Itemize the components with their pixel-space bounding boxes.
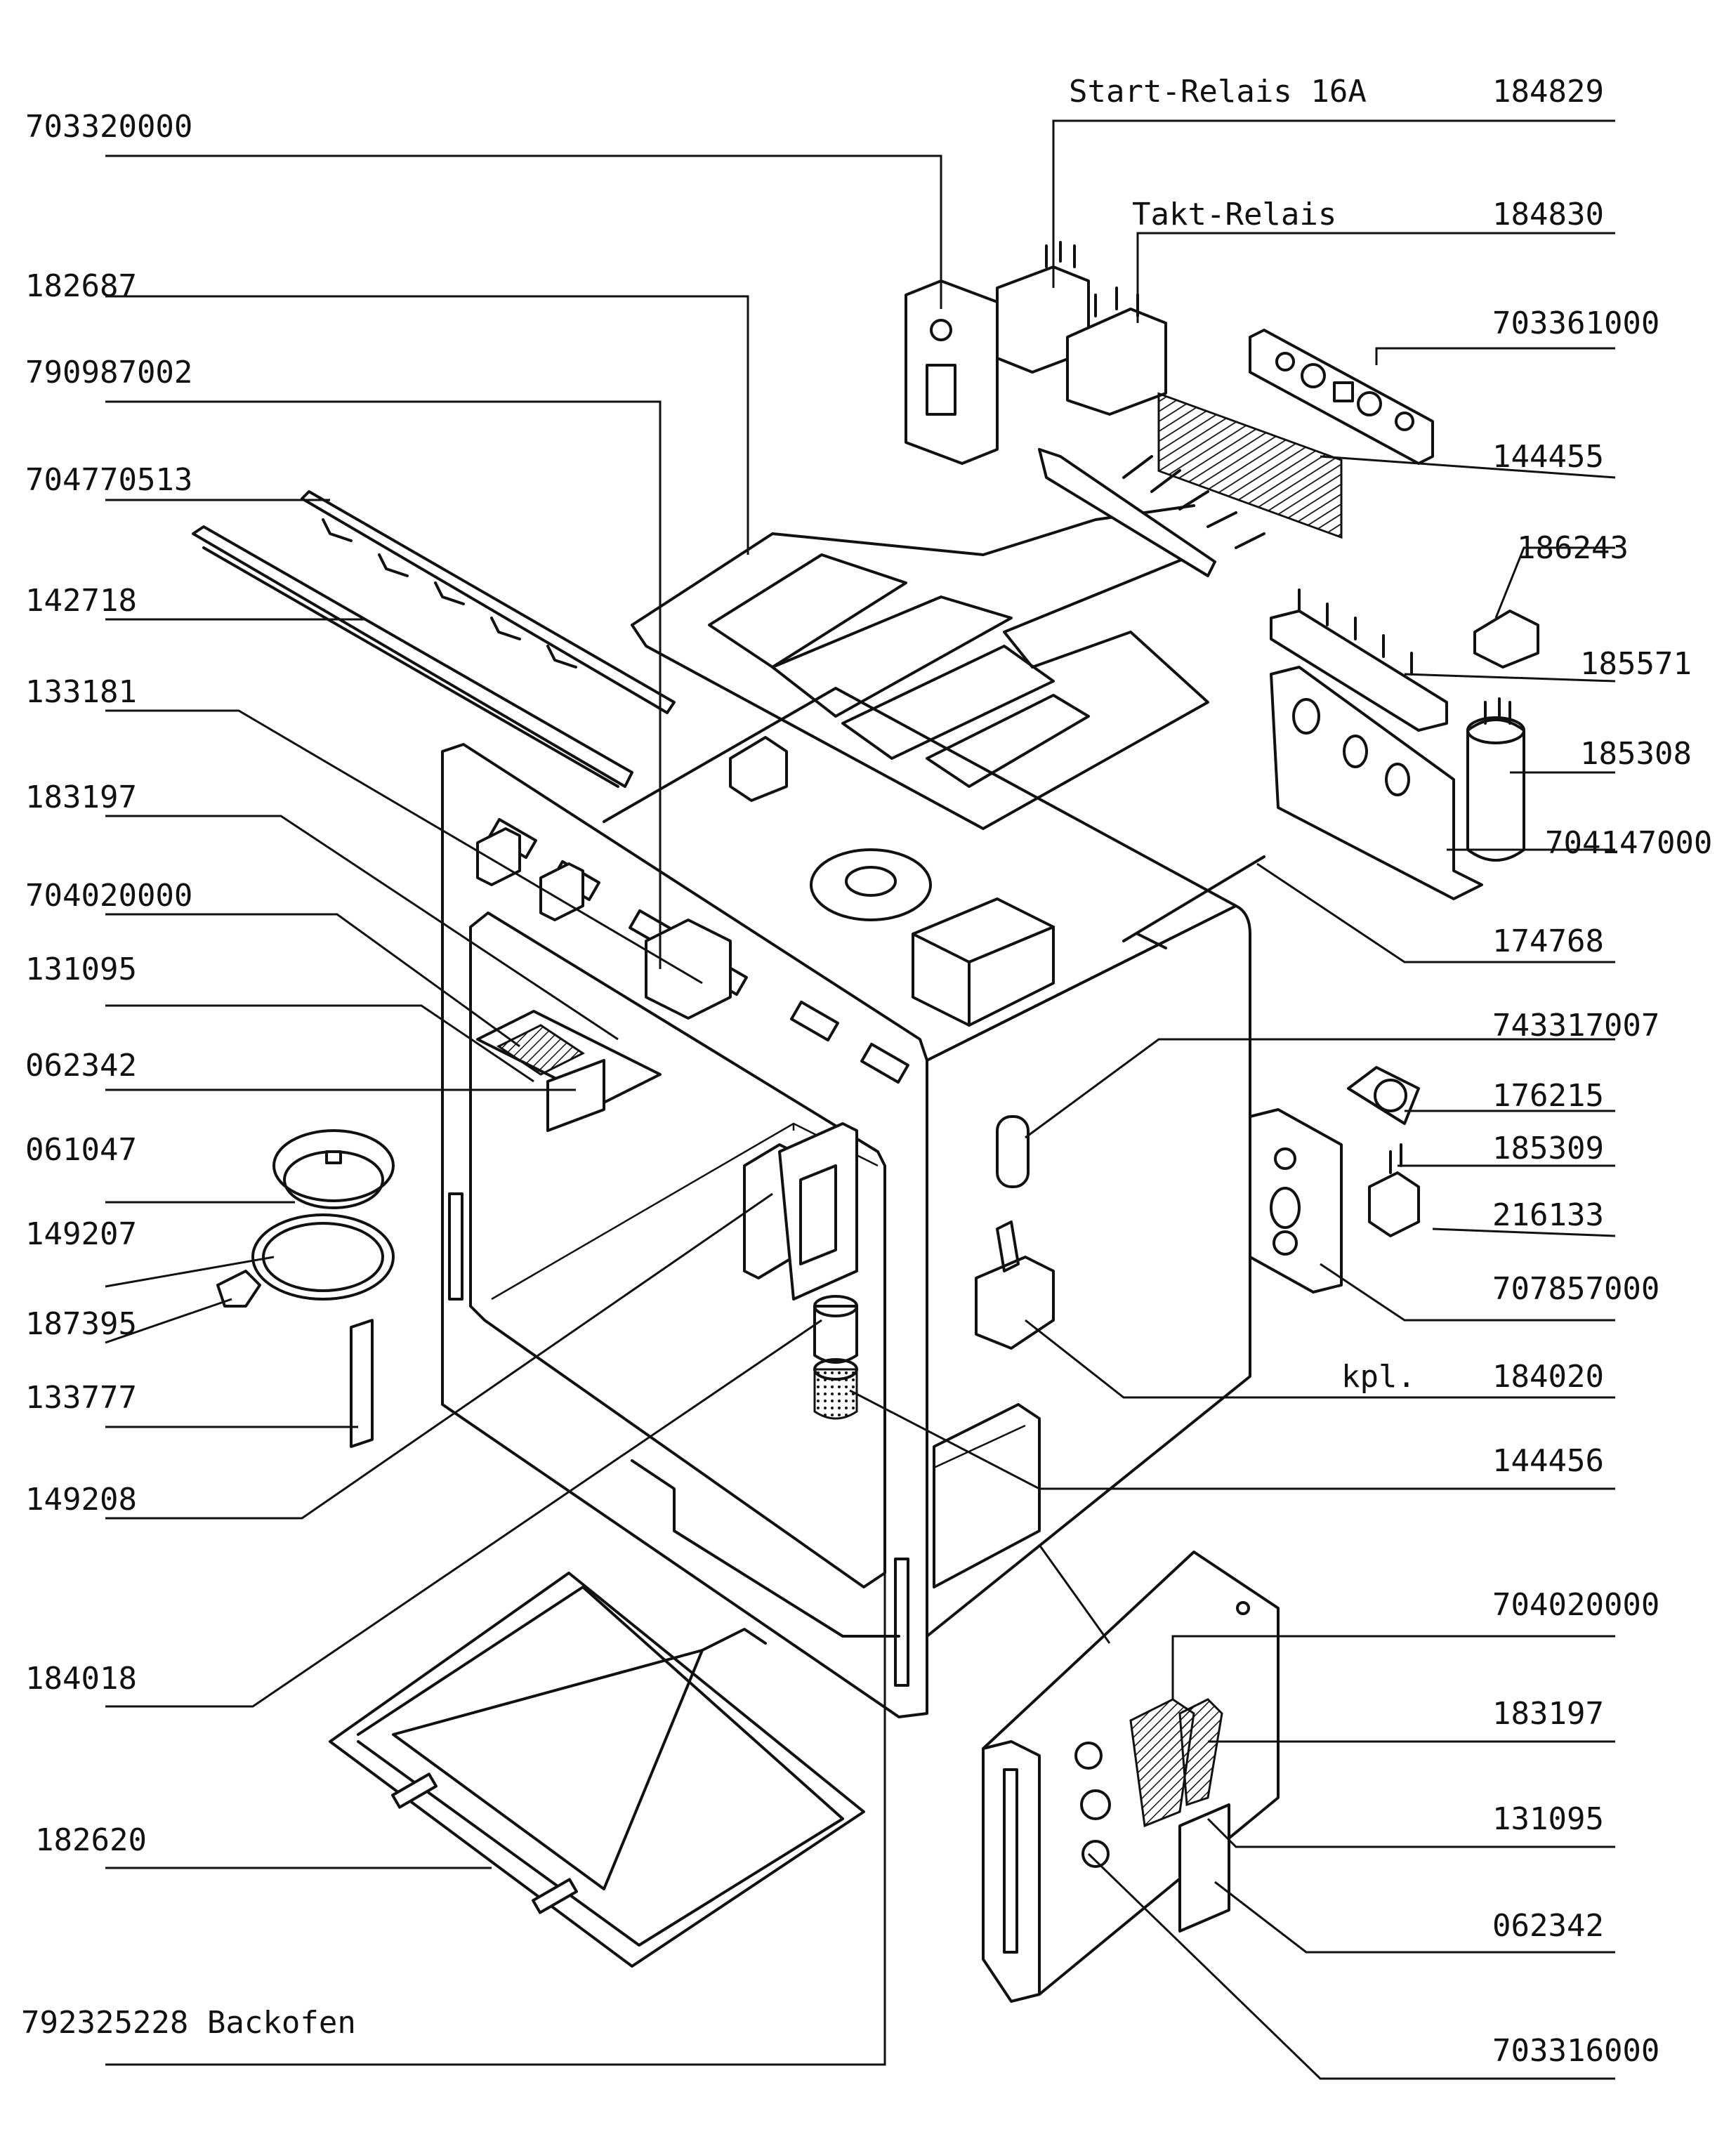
label-185308: 185308 [1580, 736, 1692, 772]
lamp-assembly [476, 1010, 662, 1132]
label-182687: 182687 [25, 268, 137, 304]
label-703316000: 703316000 [1492, 2033, 1659, 2069]
label-185571: 185571 [1580, 646, 1692, 682]
label-149207: 149207 [25, 1216, 137, 1252]
mesh-filter [1157, 392, 1343, 539]
oven-cabinet [441, 687, 1251, 1718]
label-704020000-top: 704020000 [25, 878, 192, 914]
small-cylinders [813, 1295, 858, 1420]
label-184829: 184829 [1492, 74, 1604, 110]
label-start-relais: Start-Relais 16A [1069, 74, 1367, 110]
lamp-glass [251, 1129, 395, 1301]
label-704147000: 704147000 [1545, 825, 1712, 861]
label-131095-top: 131095 [25, 952, 137, 987]
right-side-components [1249, 1066, 1420, 1294]
top-heating-element [631, 448, 1265, 830]
label-133181: 133181 [25, 674, 137, 710]
label-792325228-backofen: 792325228 Backofen [21, 2005, 356, 2041]
side-panel-lower [982, 1551, 1280, 2003]
label-183197-bottom: 183197 [1492, 1696, 1604, 1732]
label-182620: 182620 [35, 1822, 147, 1858]
label-takt-relais: Takt-Relais [1132, 197, 1336, 232]
label-176215: 176215 [1492, 1078, 1604, 1114]
label-133777: 133777 [25, 1380, 137, 1416]
leader-lines [105, 119, 1616, 2080]
connector-186243 [1473, 610, 1539, 669]
relay-assembly [905, 241, 1167, 465]
label-131095-bottom: 131095 [1492, 1801, 1604, 1837]
label-kpl: kpl. [1341, 1359, 1416, 1395]
label-184018: 184018 [25, 1661, 137, 1697]
label-144456: 144456 [1492, 1443, 1604, 1479]
top-brackets [476, 736, 788, 1020]
label-185309: 185309 [1492, 1131, 1604, 1166]
capacitor [1466, 697, 1525, 862]
label-790987002: 790987002 [25, 355, 192, 390]
label-187395: 187395 [25, 1306, 137, 1342]
label-149208: 149208 [25, 1482, 137, 1518]
label-707857000: 707857000 [1492, 1271, 1659, 1307]
door-lock-module [743, 1122, 858, 1301]
label-062342-top: 062342 [25, 1048, 137, 1084]
switch-133777 [350, 1319, 374, 1448]
label-703320000: 703320000 [25, 109, 192, 145]
top-rails [192, 490, 676, 788]
rod-174768 [1122, 855, 1265, 949]
label-186243: 186243 [1517, 530, 1629, 566]
label-216133: 216133 [1492, 1197, 1604, 1233]
label-704770513: 704770513 [25, 462, 192, 498]
label-183197-top: 183197 [25, 779, 137, 815]
bottom-heating-element [329, 1572, 865, 1968]
terminal-bracket [1270, 588, 1483, 900]
label-743317007: 743317007 [1492, 1008, 1659, 1044]
label-184830: 184830 [1492, 197, 1604, 232]
label-703361000: 703361000 [1492, 305, 1659, 341]
label-062342-bottom: 062342 [1492, 1908, 1604, 1944]
label-144455: 144455 [1492, 439, 1604, 475]
label-704020000-bottom: 704020000 [1492, 1587, 1659, 1623]
label-061047: 061047 [25, 1132, 137, 1168]
label-174768: 174768 [1492, 923, 1604, 959]
label-142718: 142718 [25, 583, 137, 619]
control-plate [1249, 329, 1434, 465]
label-184020: 184020 [1492, 1359, 1604, 1395]
